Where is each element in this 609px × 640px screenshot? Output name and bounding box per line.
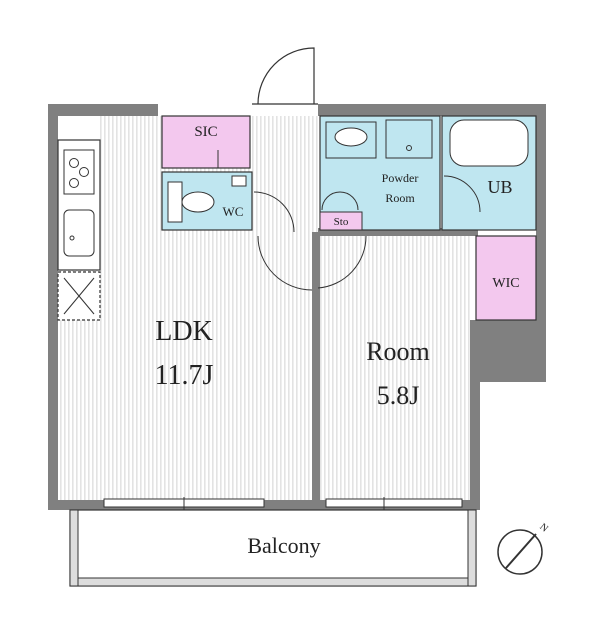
washer-pan-icon xyxy=(57,271,101,321)
balcony-label: Balcony xyxy=(247,533,320,558)
wall-right xyxy=(536,104,546,382)
wall-right-column xyxy=(470,320,546,382)
toilet-icon xyxy=(167,175,247,223)
wc-label: WC xyxy=(223,204,244,219)
ldk-size: 11.7J xyxy=(155,360,214,391)
ldk-label: LDK xyxy=(155,316,213,347)
ldk-floor-lower xyxy=(58,270,312,500)
sto-label: Sto xyxy=(334,216,349,228)
hall-floor xyxy=(252,116,318,232)
stove-icon xyxy=(63,149,95,195)
balcony xyxy=(69,509,477,587)
wic-area xyxy=(475,235,537,321)
room-floor xyxy=(320,236,470,500)
north-letter: N xyxy=(537,522,550,535)
wic-label: WIC xyxy=(492,276,519,291)
sic-area xyxy=(161,115,251,169)
north-arrow-icon: N xyxy=(497,522,550,575)
bathtub-icon xyxy=(449,119,529,167)
wall-top-left xyxy=(48,104,158,116)
windows xyxy=(103,497,463,510)
room-size: 5.8J xyxy=(377,381,420,410)
room-label: Room xyxy=(366,337,430,366)
washbasin-icon xyxy=(325,119,433,159)
entrance-door xyxy=(252,47,318,105)
sink-icon xyxy=(63,209,95,257)
ub-label: UB xyxy=(487,177,512,197)
wall-top-right xyxy=(318,104,546,116)
powder-room-label-line2: Room xyxy=(385,191,415,205)
powder-room-label-line1: Powder xyxy=(382,171,419,185)
wall-partition xyxy=(312,232,320,500)
sic-label: SIC xyxy=(194,124,217,140)
kitchen-counter xyxy=(57,139,101,321)
sto-area xyxy=(319,211,363,231)
wall-right-lower xyxy=(470,320,480,510)
wall-left xyxy=(48,104,58,510)
